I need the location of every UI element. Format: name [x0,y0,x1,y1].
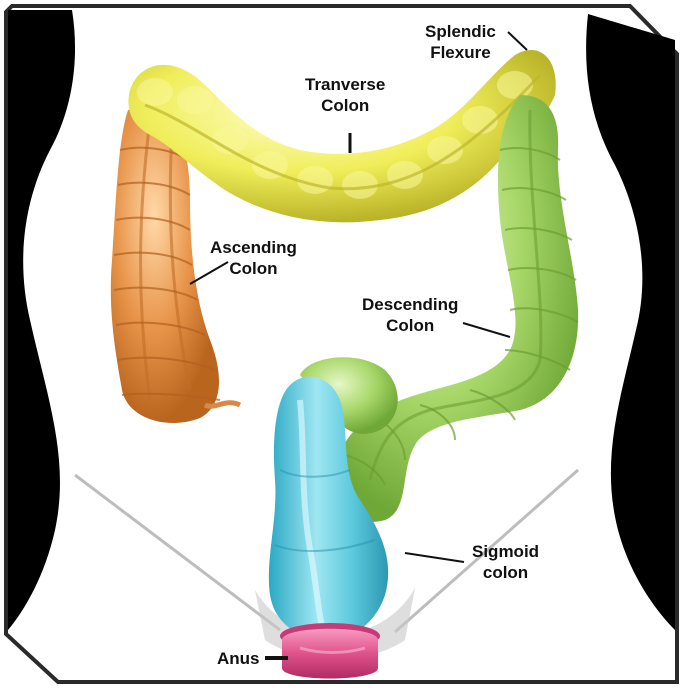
sigmoid-colon-leader [405,553,464,562]
descending-colon-line1: Descending [362,294,458,315]
descending-colon-label: Descending Colon [362,294,458,336]
ascending-colon-line1: Ascending [210,237,297,258]
left-body-silhouette [8,10,75,630]
anus-label: Anus [217,648,260,669]
transverse-colon-label: Tranverse Colon [305,74,385,116]
splenic-flexure-line2: Flexure [425,42,496,63]
right-body-silhouette [586,14,675,630]
splenic-flexure-leader [508,32,527,50]
sigmoid-colon-label: Sigmoid colon [472,541,539,583]
ascending-colon-label: Ascending Colon [210,237,297,279]
transverse-colon-line2: Colon [305,95,385,116]
transverse-colon-line1: Tranverse [305,74,385,95]
anus-shape [280,623,380,679]
sigmoid-colon-line2: colon [472,562,539,583]
descending-colon-line2: Colon [362,315,458,336]
splenic-flexure-line1: Splendic [425,21,496,42]
sigmoid-colon-line1: Sigmoid [472,541,539,562]
anus-text: Anus [217,648,260,669]
left-groin-line [75,475,280,630]
ascending-colon-line2: Colon [210,258,297,279]
descending-colon-leader [463,323,510,337]
splenic-flexure-label: Splendic Flexure [425,21,496,63]
